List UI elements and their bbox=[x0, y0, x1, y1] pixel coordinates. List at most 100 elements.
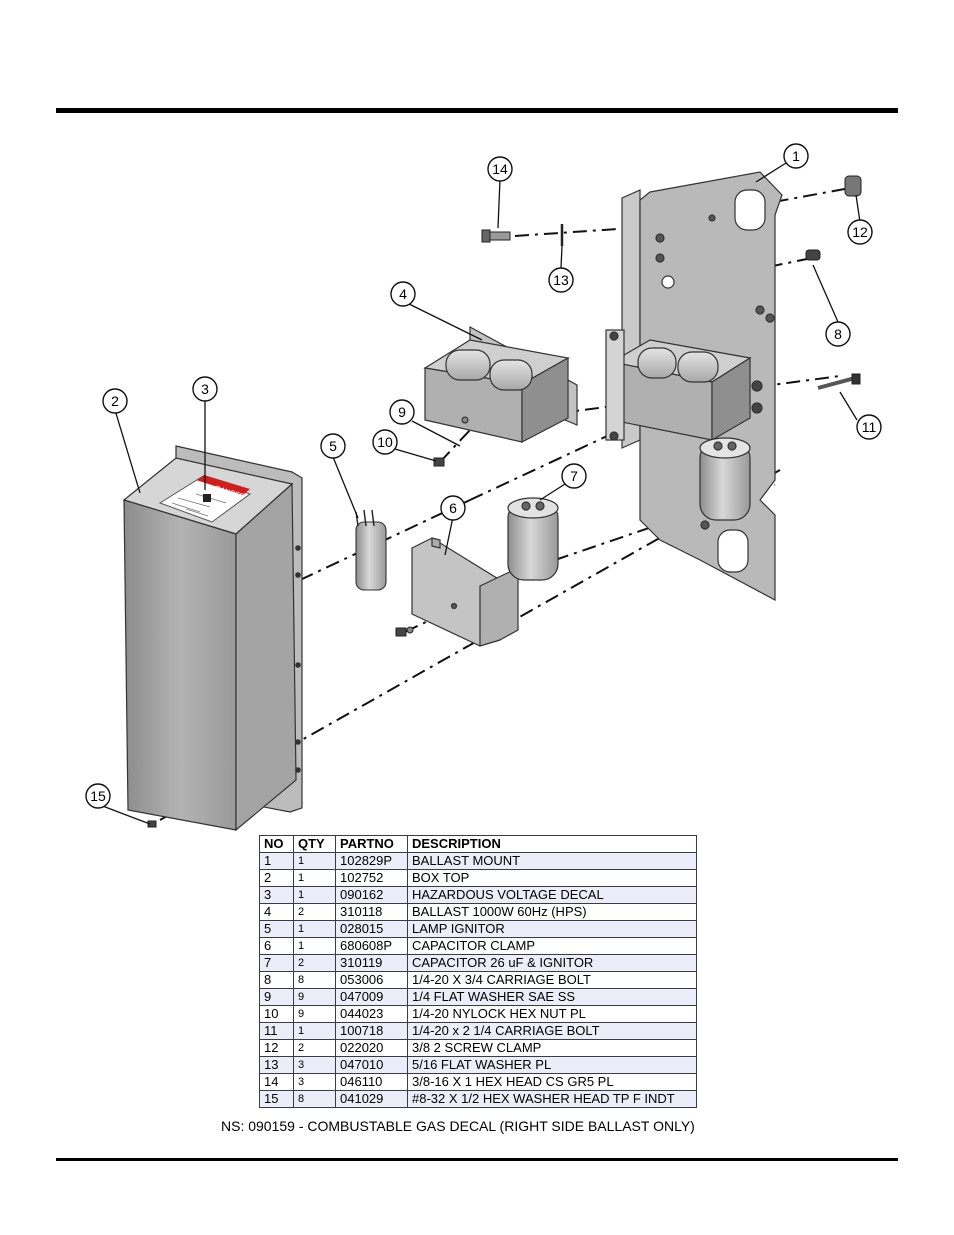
callout-number-11: 11 bbox=[862, 419, 877, 435]
header-no: NO bbox=[259, 835, 294, 853]
cell-partno: 310119 bbox=[335, 954, 408, 972]
cell-no: 15 bbox=[259, 1090, 294, 1108]
callout-number-6: 6 bbox=[449, 500, 457, 516]
cell-partno: 044023 bbox=[335, 1005, 408, 1023]
callout-number-15: 15 bbox=[90, 788, 106, 804]
callout-8 bbox=[825, 321, 851, 347]
hardware bbox=[147, 175, 862, 828]
cell-partno: 028015 bbox=[335, 920, 408, 938]
cell-qty: 9 bbox=[293, 1005, 336, 1023]
capacitor bbox=[507, 497, 559, 581]
callout-3 bbox=[192, 376, 218, 402]
box-top bbox=[122, 445, 303, 832]
cell-description: BALLAST 1000W 60Hz (HPS) bbox=[407, 903, 697, 921]
cell-no: 14 bbox=[259, 1073, 294, 1091]
callout-6 bbox=[440, 495, 466, 521]
cell-qty: 3 bbox=[293, 1073, 336, 1091]
cell-no: 10 bbox=[259, 1005, 294, 1023]
callout-4 bbox=[390, 281, 416, 307]
cell-description: #8-32 X 1/2 HEX WASHER HEAD TP F INDT bbox=[407, 1090, 697, 1108]
cell-no: 5 bbox=[259, 920, 294, 938]
cell-partno: 047009 bbox=[335, 988, 408, 1006]
callout-numbers: 1 2 3 4 5 6 7 8 9 10 11 12 13 14 15 bbox=[90, 148, 876, 804]
cell-description: BOX TOP bbox=[407, 869, 697, 887]
cell-qty: 1 bbox=[293, 920, 336, 938]
cell-partno: 046110 bbox=[335, 1073, 408, 1091]
cell-description: 1/4 FLAT WASHER SAE SS bbox=[407, 988, 697, 1006]
cell-qty: 8 bbox=[293, 971, 336, 989]
cell-description: 3/8 2 SCREW CLAMP bbox=[407, 1039, 697, 1057]
cell-qty: 1 bbox=[293, 886, 336, 904]
callout-2 bbox=[102, 388, 128, 414]
cell-qty: 8 bbox=[293, 1090, 336, 1108]
callout-9 bbox=[389, 399, 415, 425]
callout-number-12: 12 bbox=[852, 224, 868, 240]
top-rule bbox=[56, 108, 898, 113]
callout-7 bbox=[561, 463, 587, 489]
callout-10 bbox=[372, 429, 398, 455]
cell-no: 4 bbox=[259, 903, 294, 921]
cell-qty: 1 bbox=[293, 869, 336, 887]
cell-description: HAZARDOUS VOLTAGE DECAL bbox=[407, 886, 697, 904]
cell-partno: 102829P bbox=[335, 852, 408, 870]
callouts bbox=[85, 143, 882, 809]
cell-qty: 2 bbox=[293, 903, 336, 921]
cell-description: 3/8-16 X 1 HEX HEAD CS GR5 PL bbox=[407, 1073, 697, 1091]
cell-qty: 1 bbox=[293, 1022, 336, 1040]
cell-partno: 053006 bbox=[335, 971, 408, 989]
callout-number-13: 13 bbox=[553, 272, 569, 288]
cell-description: 5/16 FLAT WASHER PL bbox=[407, 1056, 697, 1074]
cell-description: CAPACITOR 26 uF & IGNITOR bbox=[407, 954, 697, 972]
header-description: DESCRIPTION bbox=[407, 835, 697, 853]
callout-13 bbox=[548, 267, 574, 293]
ns-note: NS: 090159 - COMBUSTABLE GAS DECAL (RIGH… bbox=[221, 1118, 695, 1134]
cell-no: 13 bbox=[259, 1056, 294, 1074]
cell-qty: 1 bbox=[293, 852, 336, 870]
callout-number-14: 14 bbox=[492, 161, 508, 177]
cell-no: 9 bbox=[259, 988, 294, 1006]
callout-12 bbox=[847, 219, 873, 245]
header-partno: PARTNO bbox=[335, 835, 408, 853]
callout-11 bbox=[856, 414, 882, 440]
callout-number-9: 9 bbox=[398, 404, 406, 420]
cell-partno: 090162 bbox=[335, 886, 408, 904]
callout-1 bbox=[783, 143, 809, 169]
callout-5 bbox=[320, 433, 346, 459]
cell-no: 6 bbox=[259, 937, 294, 955]
callout-number-3: 3 bbox=[201, 381, 209, 397]
cell-description: 1/4-20 X 3/4 CARRIAGE BOLT bbox=[407, 971, 697, 989]
cell-qty: 3 bbox=[293, 1056, 336, 1074]
cell-qty: 2 bbox=[293, 1039, 336, 1057]
cell-partno: 310118 bbox=[335, 903, 408, 921]
cell-partno: 102752 bbox=[335, 869, 408, 887]
callout-number-7: 7 bbox=[570, 468, 578, 484]
cell-no: 7 bbox=[259, 954, 294, 972]
bottom-rule bbox=[56, 1158, 898, 1161]
cell-partno: 680608P bbox=[335, 937, 408, 955]
cell-partno: 100718 bbox=[335, 1022, 408, 1040]
callout-number-8: 8 bbox=[834, 326, 842, 342]
cell-partno: 041029 bbox=[335, 1090, 408, 1108]
capacitor-clamp bbox=[411, 537, 519, 647]
cell-no: 12 bbox=[259, 1039, 294, 1057]
cell-partno: 022020 bbox=[335, 1039, 408, 1057]
parts-table-header: NO QTY PARTNO DESCRIPTION bbox=[259, 835, 697, 853]
callout-14 bbox=[487, 156, 513, 182]
cell-qty: 2 bbox=[293, 954, 336, 972]
callout-number-5: 5 bbox=[329, 438, 337, 454]
cell-description: LAMP IGNITOR bbox=[407, 920, 697, 938]
cell-no: 11 bbox=[259, 1022, 294, 1040]
